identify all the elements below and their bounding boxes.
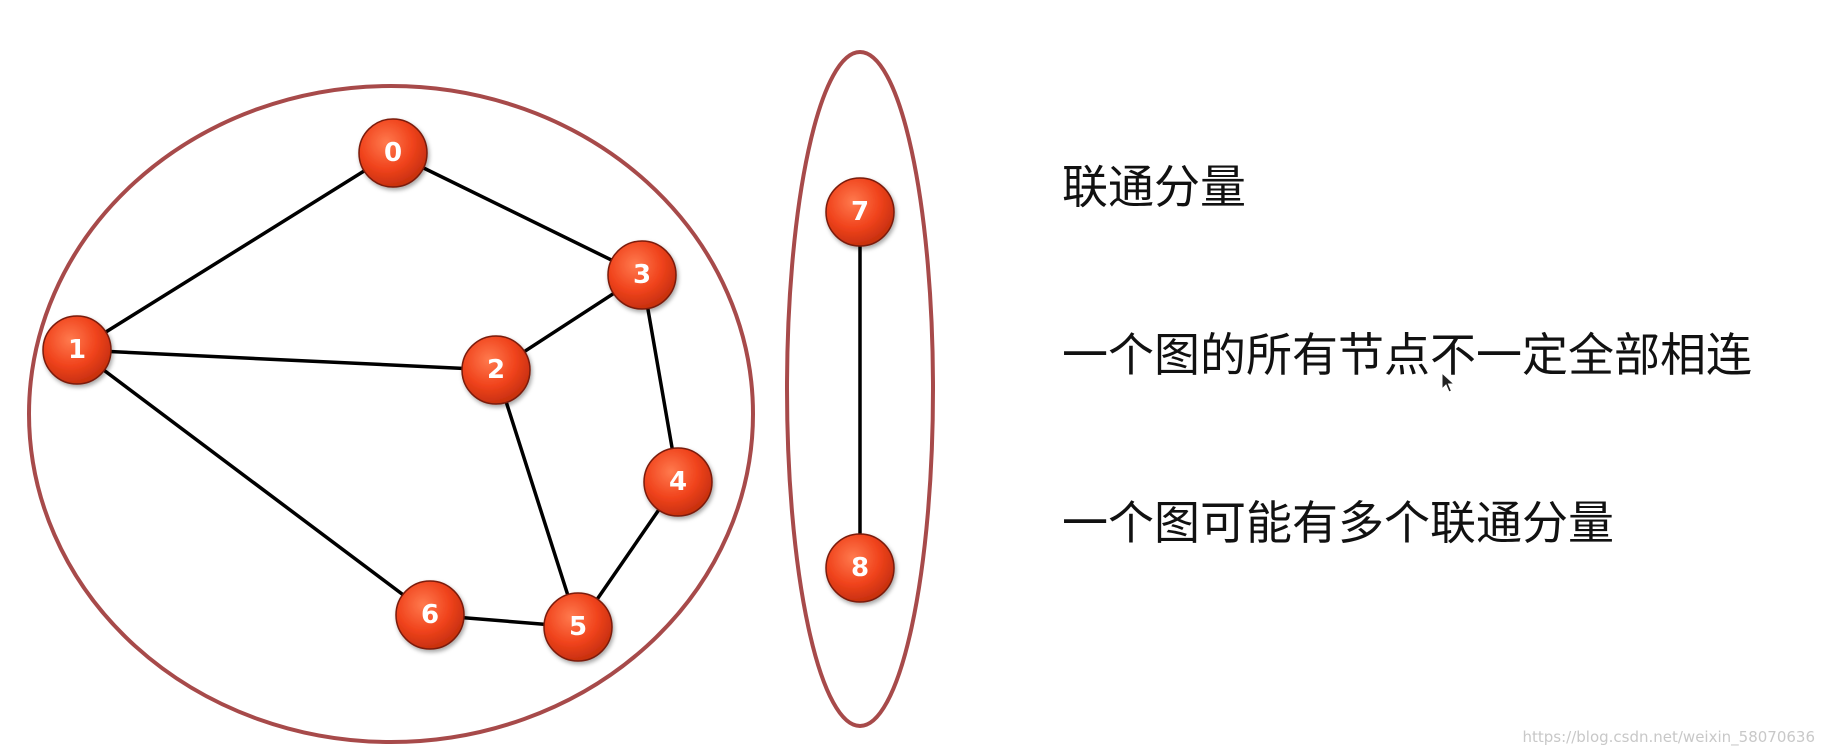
- node-1: 1: [42, 315, 112, 385]
- node-circle-8: [825, 533, 895, 603]
- node-circle-1: [42, 315, 112, 385]
- node-0: 0: [358, 118, 428, 188]
- component-outline-2: [785, 50, 935, 728]
- node-3: 3: [607, 240, 677, 310]
- node-7: 7: [825, 177, 895, 247]
- edge-2-5: [494, 368, 580, 629]
- edge-3-4: [640, 273, 680, 484]
- node-circle-5: [543, 592, 613, 662]
- mouse-cursor-icon: [1441, 372, 1455, 393]
- edge-1-2: [75, 348, 498, 372]
- node-label-5: 5: [569, 612, 587, 642]
- node-label-4: 4: [669, 467, 687, 497]
- node-8: 8: [825, 533, 895, 603]
- nodes-layer: 0 1 2 3 4 5 6 7 8: [42, 118, 895, 662]
- node-circle-7: [825, 177, 895, 247]
- node-5: 5: [543, 592, 613, 662]
- node-label-1: 1: [68, 335, 86, 365]
- node-circle-0: [358, 118, 428, 188]
- node-circle-2: [461, 335, 531, 405]
- components-layer: [27, 50, 935, 744]
- text-line-title: 联通分量: [1062, 160, 1246, 214]
- node-label-2: 2: [487, 355, 505, 385]
- text-line-statement-1: 一个图的所有节点不一定全部相连: [1062, 328, 1752, 382]
- node-circle-6: [395, 580, 465, 650]
- edge-1-6: [75, 348, 432, 617]
- node-4: 4: [643, 447, 713, 517]
- node-label-6: 6: [421, 600, 439, 630]
- node-label-3: 3: [633, 260, 651, 290]
- watermark-text: https://blog.csdn.net/weixin_58070636: [1522, 728, 1815, 746]
- edge-0-1: [75, 151, 395, 352]
- node-2: 2: [461, 335, 531, 405]
- node-label-7: 7: [851, 197, 869, 227]
- node-6: 6: [395, 580, 465, 650]
- edges-layer: [75, 151, 862, 629]
- component-outline-1: [27, 84, 755, 744]
- node-label-8: 8: [851, 553, 869, 583]
- node-circle-4: [643, 447, 713, 517]
- node-label-0: 0: [384, 138, 402, 168]
- edge-0-3: [391, 151, 644, 277]
- node-circle-3: [607, 240, 677, 310]
- text-line-statement-2: 一个图可能有多个联通分量: [1062, 496, 1614, 550]
